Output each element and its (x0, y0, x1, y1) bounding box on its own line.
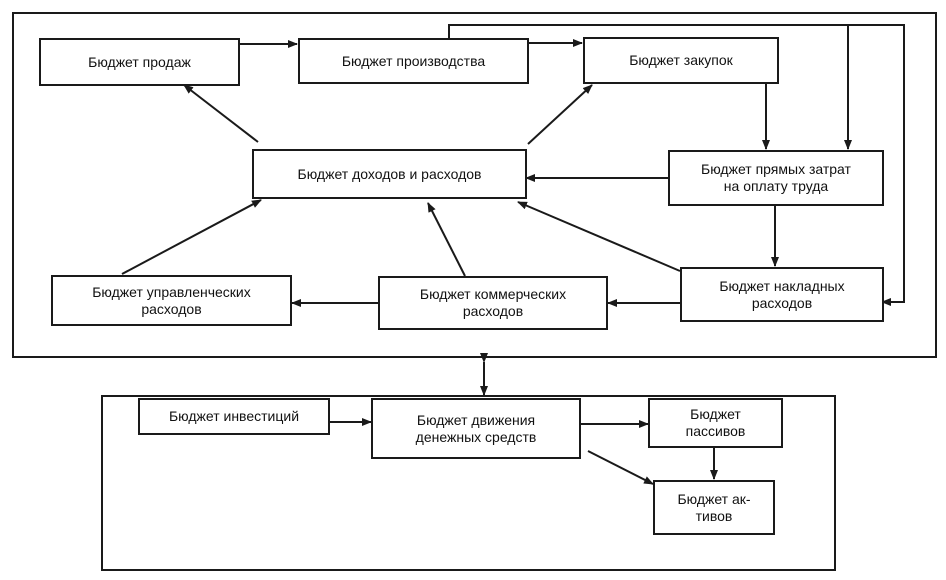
node-sales-budget: Бюджет продаж (39, 38, 240, 86)
node-liabilities-budget: Бюджет пассивов (648, 398, 783, 448)
arrow-cash-flow-to-assets (587, 450, 654, 485)
node-assets-budget: Бюджет ак- тивов (653, 480, 775, 535)
node-admin-expenses-budget: Бюджет управленческих расходов (51, 275, 292, 326)
node-purchases-budget: Бюджет закупок (583, 37, 779, 84)
arrow-income-to-sales (183, 84, 259, 143)
arrow-top-loop-to-overhead (848, 24, 905, 306)
node-cash-flow-budget: Бюджет движения денежных средств (371, 398, 581, 459)
arrow-overhead-to-income (517, 201, 681, 272)
financial-budgets-frame (101, 395, 836, 571)
node-commercial-expenses-budget: Бюджет коммерческих расходов (378, 276, 608, 330)
arrow-production-top-loop-to-direct-labor (448, 24, 852, 150)
node-investments-budget: Бюджет инвестиций (138, 398, 330, 435)
node-direct-labor-budget: Бюджет прямых затрат на оплату труда (668, 150, 884, 206)
operating-budgets-frame (12, 12, 937, 358)
arrow-income-to-purchases (527, 84, 593, 145)
node-overhead-budget: Бюджет накладных расходов (680, 267, 884, 322)
arrow-admin-to-income (121, 199, 262, 275)
node-production-budget: Бюджет производства (298, 38, 529, 84)
node-income-expenses-budget: Бюджет доходов и расходов (252, 149, 527, 199)
arrow-commercial-to-income (427, 202, 466, 277)
